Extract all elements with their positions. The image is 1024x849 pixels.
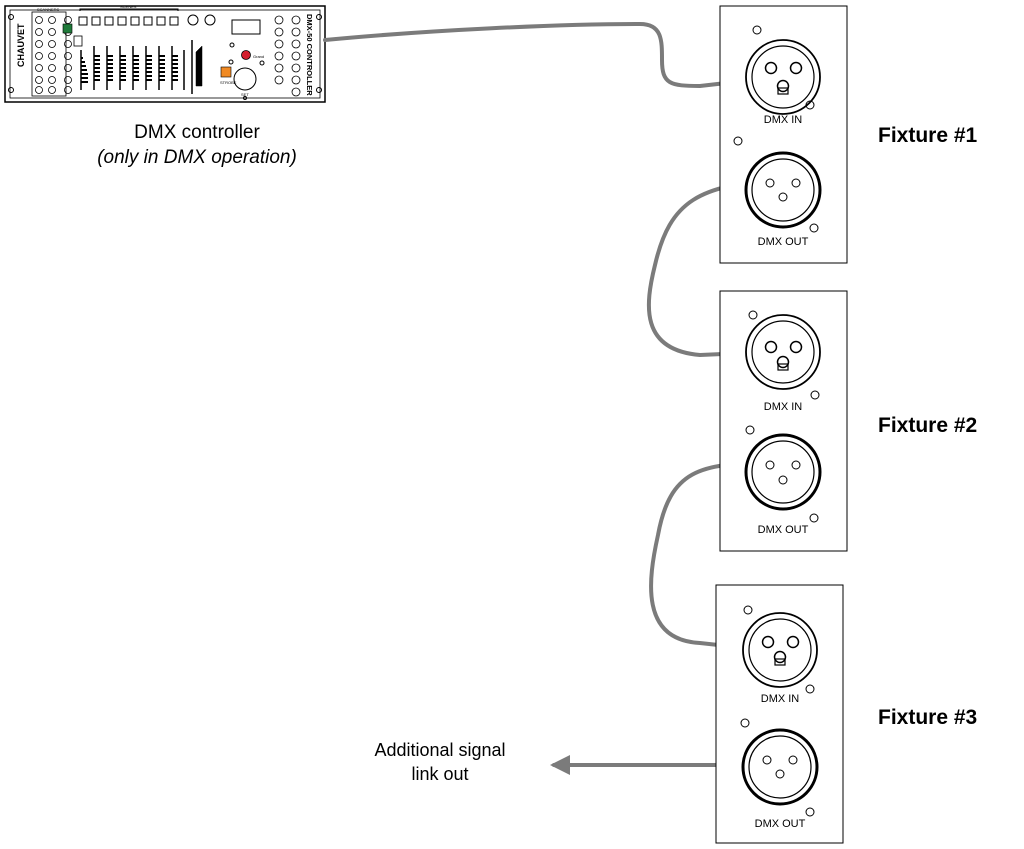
controller-brand: CHAUVET — [16, 23, 26, 67]
scanners-label: SCANNERS — [37, 7, 60, 12]
controller-model: DMX-50 CONTROLLER — [305, 14, 314, 96]
fixture-3-dmx-in-connector — [742, 612, 818, 688]
controller-display — [231, 19, 261, 35]
fixture-3-label: Fixture #3 — [878, 706, 978, 729]
fixture-1-dmx-in-label: DMX IN — [764, 114, 803, 126]
fixture-1-dmx-out-label: DMX OUT — [758, 236, 809, 248]
fixture-1-panel: DMX IN DMX OUT — [719, 5, 848, 264]
signal-out-line-1: Additional signal — [374, 740, 506, 760]
fixture-1-label: Fixture #1 — [878, 124, 978, 147]
grand-button — [241, 50, 251, 60]
fixture-3-panel: DMX IN DMX OUT — [715, 584, 844, 844]
scenes-label: SCENES — [120, 4, 137, 9]
fixture-1-dmx-out-connector — [744, 151, 822, 229]
strobe-label: STROBE — [220, 80, 237, 85]
controller-note: (only in DMX operation) — [97, 147, 297, 168]
cable-fixture-1-to-fixture-2 — [646, 178, 782, 358]
cable-fixture-2-to-fixture-3 — [649, 461, 784, 654]
dmx-cables — [323, 21, 784, 775]
fixture-2-dmx-in-connector — [745, 314, 821, 390]
faders — [73, 35, 203, 94]
strobe-button — [220, 66, 232, 78]
set-label: SET — [241, 92, 249, 97]
scanner-buttons — [31, 11, 72, 97]
fixture-2-panel: DMX IN DMX OUT — [719, 290, 848, 552]
signal-out-line-2: link out — [411, 764, 469, 784]
controller-caption: DMX controller — [134, 122, 260, 143]
fixture-1-dmx-in-connector — [745, 39, 821, 115]
fixture-3-dmx-in-label: DMX IN — [761, 693, 800, 705]
dmx-controller: CHAUVET SCANNERS SCENES — [4, 4, 326, 103]
cable-controller-to-fixture-1 — [323, 21, 772, 89]
fixture-2-label: Fixture #2 — [878, 414, 978, 437]
fixture-2-dmx-out-label: DMX OUT — [758, 524, 809, 536]
scene-buttons — [78, 8, 179, 26]
grand-label: Grand — [253, 54, 264, 59]
fixture-2-dmx-in-label: DMX IN — [764, 401, 803, 413]
fixture-3-dmx-out-connector — [741, 728, 819, 806]
blackout-button — [62, 23, 73, 34]
fixture-3-dmx-out-label: DMX OUT — [755, 818, 806, 830]
fixture-2-dmx-out-connector — [744, 433, 822, 511]
